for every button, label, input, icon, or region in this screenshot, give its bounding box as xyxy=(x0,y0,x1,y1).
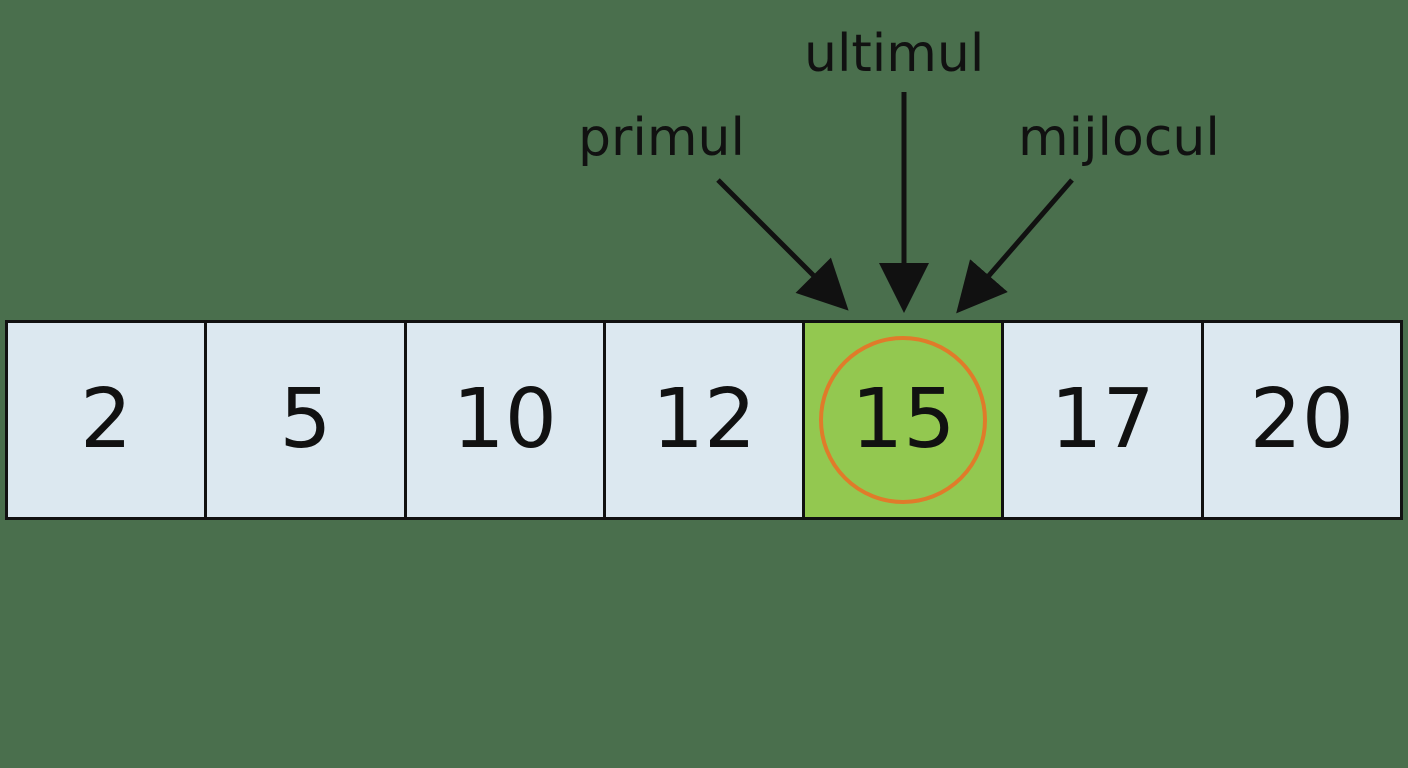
array-cell-value: 17 xyxy=(1050,372,1155,467)
array-cell-value: 5 xyxy=(279,372,332,467)
label-mid-pointer: mijlocul xyxy=(1018,108,1220,168)
sorted-array: 2 5 10 12 15 17 20 xyxy=(5,320,1403,520)
highlight-circle xyxy=(819,336,988,504)
array-cell: 10 xyxy=(406,323,606,517)
array-cell-value: 12 xyxy=(651,372,757,467)
label-last-pointer: ultimul xyxy=(804,24,985,84)
array-cell-value: 10 xyxy=(452,372,557,467)
array-cell: 17 xyxy=(1004,323,1204,517)
array-cell: 12 xyxy=(605,323,806,517)
label-first-pointer: primul xyxy=(578,108,745,168)
array-cell-highlighted: 15 xyxy=(805,323,1005,517)
array-cell: 5 xyxy=(207,323,407,517)
array-cell-value: 2 xyxy=(80,372,133,467)
arrow-mid xyxy=(956,178,1074,314)
array-cell: 20 xyxy=(1203,323,1400,517)
array-cell: 2 xyxy=(8,323,208,517)
array-cell-value: 20 xyxy=(1249,372,1354,467)
arrow-first xyxy=(716,178,849,311)
